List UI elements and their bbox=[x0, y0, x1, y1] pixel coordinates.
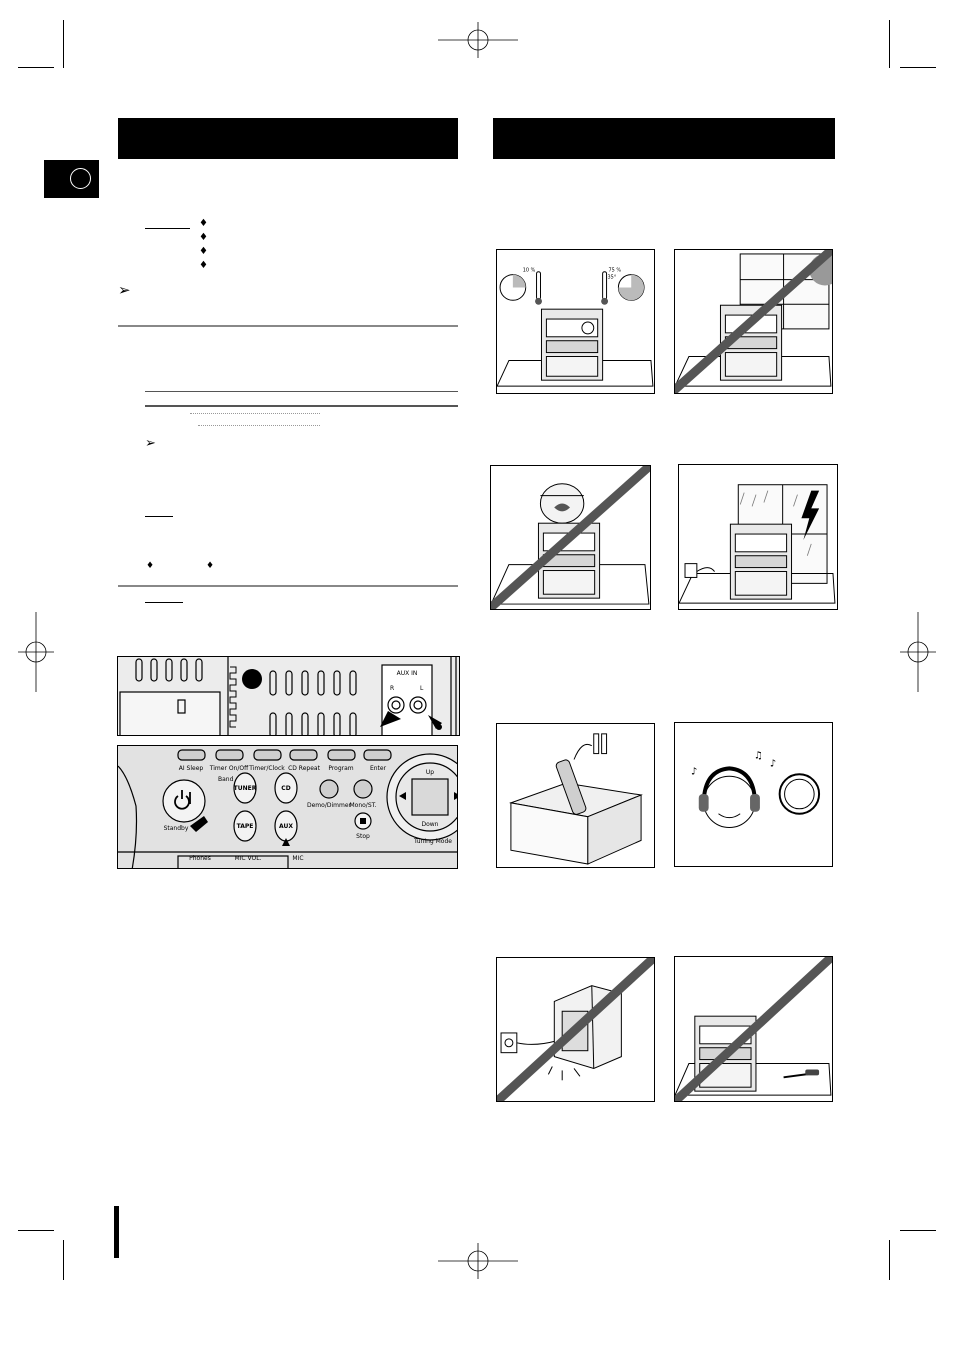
section-divider bbox=[118, 585, 458, 587]
crop-mark bbox=[889, 1240, 890, 1280]
bullet: ♦ bbox=[206, 561, 215, 571]
up-label: Up bbox=[426, 769, 434, 776]
bullet: ♦ bbox=[199, 260, 208, 271]
demo-dimmer-label: Demo/Dimmer bbox=[307, 802, 352, 809]
mic-label: MIC bbox=[292, 855, 303, 862]
crop-mark bbox=[18, 1230, 54, 1231]
band-label: Band bbox=[218, 776, 234, 783]
registration-mark bbox=[438, 1243, 518, 1279]
bullet: ♦ bbox=[199, 232, 208, 243]
underline-mark bbox=[145, 602, 183, 603]
note-arrow-icon: ➢ bbox=[118, 281, 131, 299]
side-tab bbox=[44, 160, 99, 198]
mic-vol-label: MIC VOL. bbox=[234, 855, 261, 862]
timer-clock-label: Timer/Clock bbox=[248, 765, 285, 772]
cd-label: CD bbox=[281, 785, 290, 792]
illustration-do-not-disassemble bbox=[674, 956, 833, 1102]
section-header-left bbox=[118, 118, 458, 159]
section-header-right bbox=[493, 118, 835, 159]
illustration-temperature-humidity: 10 % 75 % 35° bbox=[496, 249, 655, 394]
svg-text:♪: ♪ bbox=[770, 758, 776, 769]
enter-label: Enter bbox=[370, 765, 387, 772]
note-arrow-icon: ➢ bbox=[145, 436, 156, 451]
temperature-label: 35° bbox=[608, 275, 617, 281]
table-rule bbox=[145, 391, 458, 392]
down-label: Down bbox=[421, 821, 438, 828]
cd-repeat-label: CD Repeat bbox=[288, 765, 320, 772]
bullet: ♦ bbox=[146, 561, 155, 571]
registration-mark bbox=[900, 612, 936, 692]
front-panel: AI Sleep Timer On/Off Timer/Clock CD Rep… bbox=[117, 745, 458, 869]
dotted-leader bbox=[190, 413, 320, 414]
underline-mark bbox=[145, 228, 190, 229]
tape-label: TAPE bbox=[237, 823, 254, 830]
illustration-no-fishbowl-on-top bbox=[490, 465, 651, 610]
svg-text:♫: ♫ bbox=[754, 751, 763, 762]
aux-l-label: L bbox=[420, 685, 424, 692]
svg-text:♪: ♪ bbox=[691, 766, 697, 777]
bullet: ♦ bbox=[199, 246, 208, 257]
illustration-no-enclosed-cabinet bbox=[496, 957, 655, 1102]
crop-mark bbox=[900, 1230, 936, 1231]
stop-label: Stop bbox=[356, 833, 370, 840]
program-label: Program bbox=[328, 765, 353, 772]
mono-st-label: Mono/ST. bbox=[349, 802, 376, 809]
table-rule bbox=[145, 405, 458, 407]
registration-mark bbox=[18, 612, 54, 692]
crop-mark bbox=[63, 20, 64, 68]
standby-label: Standby bbox=[164, 825, 189, 832]
illustration-no-direct-sunlight bbox=[674, 249, 833, 394]
crop-mark bbox=[900, 67, 936, 68]
illustration-headphones-volume: ♪ ♪ ♫ bbox=[674, 722, 833, 867]
humidity-high-label: 75 % bbox=[609, 268, 622, 274]
page-edge-bar bbox=[114, 1206, 119, 1258]
tuning-mode-label: Tuning Mode bbox=[413, 838, 452, 845]
section-divider bbox=[118, 325, 458, 327]
timer-onoff-label: Timer On/Off bbox=[209, 765, 249, 772]
humidity-low-label: 10 % bbox=[523, 268, 536, 274]
side-tab-circle bbox=[70, 168, 91, 189]
crop-mark bbox=[889, 20, 890, 68]
phones-label: Phones bbox=[189, 855, 211, 862]
crop-mark bbox=[18, 67, 54, 68]
ai-sleep-label: AI Sleep bbox=[179, 765, 204, 772]
aux-r-label: R bbox=[390, 685, 394, 692]
crop-mark bbox=[63, 1240, 64, 1280]
aux-in-label: AUX IN bbox=[397, 670, 418, 677]
illustration-remove-batteries bbox=[496, 723, 655, 868]
underline-mark bbox=[145, 516, 173, 517]
illustration-unplug-during-storm bbox=[678, 464, 838, 610]
rear-panel: AUX IN R L bbox=[117, 656, 460, 736]
dotted-leader bbox=[198, 425, 320, 426]
tuner-label: TUNER bbox=[234, 785, 257, 792]
bullet: ♦ bbox=[199, 218, 208, 229]
aux-label: AUX bbox=[279, 823, 293, 830]
registration-mark bbox=[438, 22, 518, 58]
